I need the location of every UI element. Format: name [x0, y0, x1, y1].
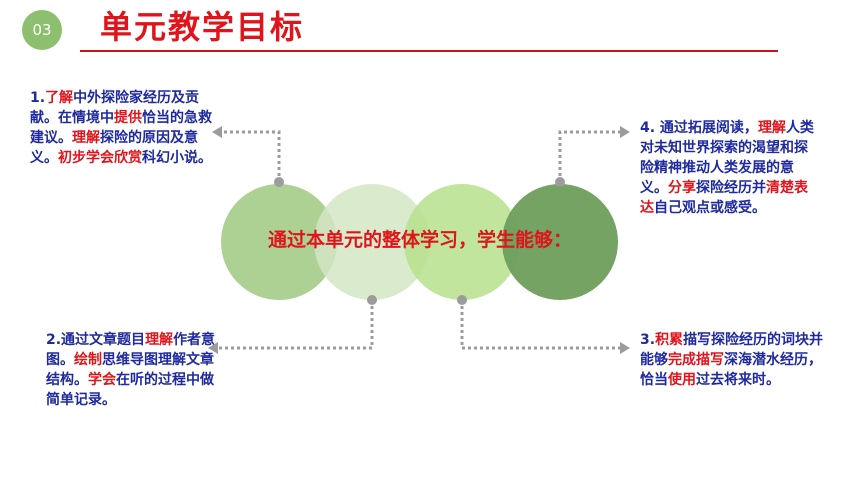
section-number-badge: 03 [22, 10, 62, 50]
goal-text-segment: 作者意图。 [46, 332, 216, 368]
highlight-verb: 使用 [668, 372, 696, 388]
circle-3 [404, 184, 520, 300]
connector-goal-4 [558, 130, 620, 182]
highlight-verb: 完成描写 [668, 352, 724, 368]
dot-goal-4 [555, 177, 565, 187]
goal-text-segment: 中外探险家经历及贡献。在情境中 [30, 90, 200, 126]
goal-text-segment: 3. [640, 332, 656, 348]
goal-4-text: 4. 通过拓展阅读，理解人类对未知世界探索的渴望和探险精神推动人类发展的意义。分… [640, 118, 815, 218]
arrow-goal-3 [620, 342, 630, 354]
circle-2 [314, 184, 430, 300]
connectors [216, 130, 620, 350]
highlight-verb: 了解 [45, 90, 74, 106]
highlight-verb: 清楚表达 [640, 180, 808, 216]
dot-goal-3 [457, 295, 467, 305]
goal-text-segment: 科幻小说。 [142, 150, 212, 166]
goal-3-text: 3.积累描写探险经历的词块并能够完成描写深海潜水经历，恰当使用过去将来时。 [640, 330, 830, 390]
highlight-verb: 初步学会欣赏 [58, 150, 142, 166]
connector-arrows [208, 126, 630, 354]
highlight-verb: 提供 [114, 110, 142, 126]
title-underline [80, 50, 778, 52]
goal-text-segment: 恰当的急救建议。 [30, 110, 212, 146]
connector-goal-3 [460, 300, 620, 350]
goal-text-segment: 思维导图理解文章结构。 [46, 352, 214, 388]
highlight-verb: 绘制 [74, 352, 102, 368]
arrow-goal-1 [212, 126, 222, 138]
goal-text-segment: 深海潜水经历，恰当 [640, 352, 822, 388]
goal-1-text: 1.了解中外探险家经历及贡献。在情境中提供恰当的急救建议。理解探险的原因及意义。… [30, 88, 220, 168]
goal-text-segment: 在听的过程中做简单记录。 [46, 372, 214, 408]
highlight-verb: 分享 [668, 180, 696, 196]
dot-goal-2 [367, 295, 377, 305]
goal-text-segment: 2.通过文章题目 [46, 332, 146, 348]
dot-goal-1 [274, 177, 284, 187]
center-statement: 通过本单元的整体学习，学生能够： [267, 229, 572, 251]
circle-1 [221, 184, 337, 300]
venn-circles [221, 184, 618, 300]
highlight-verb: 理解 [72, 130, 100, 146]
highlight-verb: 理解 [757, 120, 786, 136]
page-title: 单元教学目标 [100, 8, 305, 46]
goal-text-segment: 描写探险经历的词块并能够 [640, 332, 824, 368]
connector-dots [274, 177, 565, 305]
goal-text-segment: 自己观点或感受。 [654, 200, 766, 216]
highlight-verb: 积累 [655, 332, 684, 348]
goal-text-segment: 探险的原因及意义。 [30, 130, 198, 166]
goal-text-segment: 过去将来时。 [696, 372, 780, 388]
goal-text-segment: 人类对未知世界探索的渴望和探险精神推动人类发展的意义。 [640, 120, 814, 196]
goal-text-segment: 4. 通过拓展阅读， [640, 120, 758, 136]
connector-goal-2 [216, 300, 374, 350]
highlight-verb: 理解 [145, 332, 174, 348]
goal-2-text: 2.通过文章题目理解作者意图。绘制思维导图理解文章结构。学会在听的过程中做简单记… [46, 330, 226, 410]
arrow-goal-4 [620, 126, 630, 138]
highlight-verb: 学会 [88, 372, 116, 388]
connector-goal-1 [220, 130, 281, 182]
goal-text-segment: 1. [30, 90, 46, 106]
arrow-goal-2 [208, 342, 218, 354]
circle-4 [502, 184, 618, 300]
goal-text-segment: 探险经历并 [696, 180, 766, 196]
